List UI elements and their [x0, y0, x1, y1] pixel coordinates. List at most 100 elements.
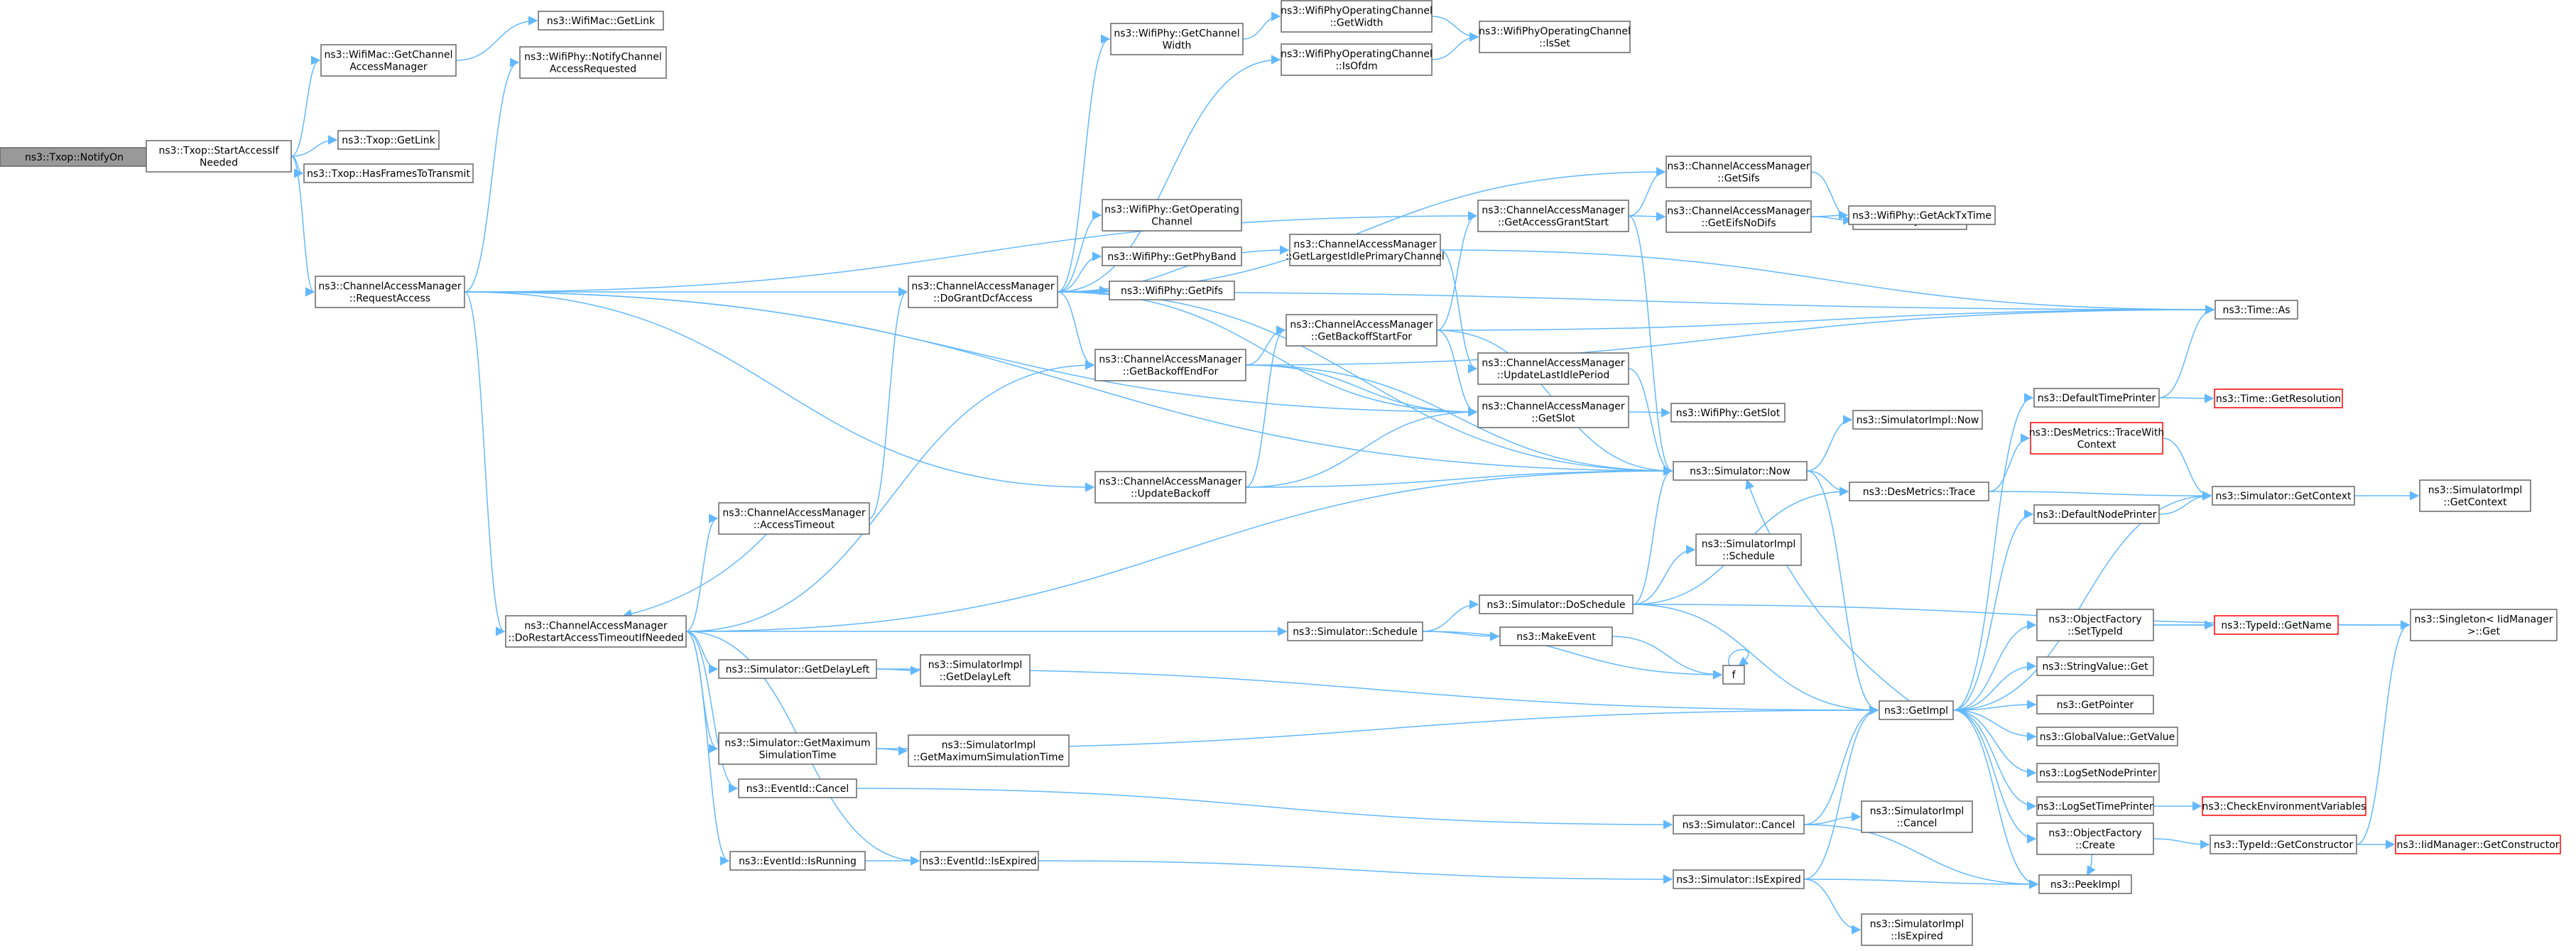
- node-label: ns3::DefaultTimePrinter: [2038, 393, 2156, 404]
- graph-node-ns3-wifiphy-notifychannelaccessrequested[interactable]: ns3::WifiPhy::NotifyChannelAccessRequest…: [519, 46, 667, 79]
- node-box: [1670, 403, 1786, 423]
- graph-node-ns3-makeevent[interactable]: ns3::MakeEvent: [1499, 626, 1613, 646]
- graph-node-ns3-channelaccessmanager-geteifsnodifs[interactable]: ns3::ChannelAccessManager::GetEifsNoDifs: [1665, 200, 1812, 233]
- graph-node-ns3-channelaccessmanager-accesstimeout[interactable]: ns3::ChannelAccessManager::AccessTimeout: [718, 502, 870, 535]
- graph-node-ns3-simulatorimpl-isexpired[interactable]: ns3::SimulatorImpl::IsExpired: [1861, 913, 1973, 946]
- node-box: [1109, 281, 1235, 300]
- graph-node-ns3-checkenvironmentvariables[interactable]: ns3::CheckEnvironmentVariables: [2202, 796, 2366, 816]
- graph-node-ns3-simulator-getcontext[interactable]: ns3::Simulator::GetContext: [2212, 486, 2355, 506]
- graph-node-ns3-wifimac-getlink[interactable]: ns3::WifiMac::GetLink: [538, 11, 664, 31]
- call-edge: [2087, 854, 2096, 876]
- node-label: ns3::Txop::NotifyOn: [25, 152, 124, 163]
- graph-node-ns3-wifiphy-getphyband[interactable]: ns3::WifiPhy::GetPhyBand: [1102, 246, 1242, 266]
- call-edge: [1440, 249, 2215, 315]
- graph-node-ns3-wifiphyoperatingchannel-getwidth[interactable]: ns3::WifiPhyOperatingChannel::GetWidth: [1281, 0, 1433, 33]
- node-label: ns3::ObjectFactory: [2048, 828, 2141, 839]
- call-edge: [1810, 171, 1853, 225]
- graph-node-f[interactable]: f: [1722, 665, 1745, 685]
- call-edge: [1436, 330, 1478, 417]
- graph-node-ns3-getpointer[interactable]: ns3::GetPointer: [2036, 695, 2154, 714]
- node-box: [1499, 626, 1613, 646]
- graph-node-ns3-simulatorimpl-schedule[interactable]: ns3::SimulatorImpl::Schedule: [1695, 533, 1802, 566]
- node-box: [1289, 234, 1441, 266]
- graph-node-ns3-channelaccessmanager-getslot[interactable]: ns3::ChannelAccessManager::GetSlot: [1477, 396, 1629, 428]
- node-label: ns3::WifiMac::GetChannel: [325, 50, 453, 61]
- node-label: ns3::Simulator::GetDelayLeft: [726, 664, 870, 675]
- graph-node-ns3-eventid-cancel[interactable]: ns3::EventId::Cancel: [738, 778, 857, 798]
- graph-node-ns3-stringvalue-get[interactable]: ns3::StringValue::Get: [2036, 656, 2154, 676]
- call-edge: [464, 291, 1673, 476]
- graph-node-ns3-simulatorimpl-getmaximumsimulationtime[interactable]: ns3::SimulatorImpl::GetMaximumSimulation…: [908, 734, 1070, 767]
- graph-node-ns3-channelaccessmanager-requestaccess[interactable]: ns3::ChannelAccessManager::RequestAccess: [315, 276, 465, 308]
- node-label: ns3::WifiPhy::GetAckTxTime: [1852, 210, 1991, 222]
- node-box: [1286, 314, 1438, 347]
- graph-node-ns3-simulator-cancel[interactable]: ns3::Simulator::Cancel: [1673, 815, 1805, 835]
- graph-node-ns3-channelaccessmanager-getsifs[interactable]: ns3::ChannelAccessManager::GetSifs: [1665, 156, 1812, 188]
- graph-node-ns3-simulator-doschedule[interactable]: ns3::Simulator::DoSchedule: [1479, 594, 1634, 614]
- graph-node-ns3-objectfactory-settypeid[interactable]: ns3::ObjectFactory::SetTypeId: [2036, 609, 2154, 641]
- graph-node-ns3-simulatorimpl-now[interactable]: ns3::SimulatorImpl::Now: [1852, 410, 1983, 430]
- graph-node-ns3-simulatorimpl-getdelayleft[interactable]: ns3::SimulatorImpl::GetDelayLeft: [920, 654, 1031, 687]
- graph-node-ns3-channelaccessmanager-dorestartaccesstimeoutifneeded[interactable]: ns3::ChannelAccessManager::DoRestartAcce…: [505, 615, 687, 648]
- call-edge: [2162, 438, 2212, 501]
- graph-node-ns3-wifiphyoperatingchannel-isset[interactable]: ns3::WifiPhyOperatingChannel::IsSet: [1479, 21, 1631, 53]
- graph-node-ns3-channelaccessmanager-getbackoffstartfor[interactable]: ns3::ChannelAccessManager::GetBackoffSta…: [1286, 314, 1438, 347]
- call-edge: [2153, 838, 2210, 849]
- node-label: ns3::ChannelAccessManager: [911, 281, 1055, 293]
- graph-node-ns3-logsettimeprinter[interactable]: ns3::LogSetTimePrinter: [2036, 796, 2154, 816]
- node-label: ns3::Time::As: [2222, 305, 2290, 316]
- graph-node-ns3-typeid-getname[interactable]: ns3::TypeId::GetName: [2214, 615, 2339, 635]
- node-label: ns3::EventId::IsExpired: [922, 856, 1036, 867]
- graph-node-ns3-defaulttimeprinter[interactable]: ns3::DefaultTimePrinter: [2033, 388, 2160, 408]
- graph-node-ns3-wifiphy-getslot[interactable]: ns3::WifiPhy::GetSlot: [1670, 403, 1786, 423]
- graph-node-ns3-desmetrics-trace[interactable]: ns3::DesMetrics::Trace: [1849, 482, 1989, 501]
- graph-node-ns3-simulator-getdelayleft[interactable]: ns3::Simulator::GetDelayLeft: [718, 659, 877, 679]
- graph-node-ns3-getimpl[interactable]: ns3::GetImpl: [1879, 700, 1954, 720]
- graph-node-ns3-iidmanager-getconstructor[interactable]: ns3::IidManager::GetConstructor: [2395, 835, 2561, 854]
- graph-node-ns3-channelaccessmanager-getlargestidleprimarychannel[interactable]: ns3::ChannelAccessManager::GetLargestIdl…: [1286, 234, 1445, 266]
- graph-node-ns3-wifiphy-getpifs[interactable]: ns3::WifiPhy::GetPifs: [1109, 281, 1235, 300]
- graph-node-ns3-simulatorimpl-cancel[interactable]: ns3::SimulatorImpl::Cancel: [1861, 800, 1973, 833]
- graph-node-ns3-channelaccessmanager-updatebackoff[interactable]: ns3::ChannelAccessManager::UpdateBackoff: [1094, 471, 1246, 504]
- graph-node-ns3-channelaccessmanager-dograntdcfaccess[interactable]: ns3::ChannelAccessManager::DoGrantDcfAcc…: [908, 276, 1058, 308]
- graph-node-ns3-txop-notifyon[interactable]: ns3::Txop::NotifyOn: [0, 147, 149, 167]
- graph-node-ns3-globalvalue-getvalue[interactable]: ns3::GlobalValue::GetValue: [2036, 727, 2178, 746]
- graph-node-ns3-simulator-schedule[interactable]: ns3::Simulator::Schedule: [1287, 621, 1423, 641]
- node-box: [1848, 205, 1996, 225]
- node-label: ns3::ChannelAccessManager: [722, 508, 866, 519]
- node-box: [1861, 913, 1973, 946]
- graph-node-ns3-eventid-isrunning[interactable]: ns3::EventId::IsRunning: [729, 851, 866, 871]
- graph-node-ns3-channelaccessmanager-updatelastidleperiod[interactable]: ns3::ChannelAccessManager::UpdateLastIdl…: [1477, 352, 1629, 385]
- graph-node-ns3-simulator-now[interactable]: ns3::Simulator::Now: [1673, 461, 1808, 481]
- graph-node-ns3-singleton-iidmanager-get[interactable]: ns3::Singleton< IidManager>::Get: [2410, 609, 2558, 641]
- graph-node-ns3-time-as[interactable]: ns3::Time::As: [2214, 300, 2298, 320]
- call-edge: [464, 291, 1478, 417]
- graph-node-ns3-simulatorimpl-getcontext[interactable]: ns3::SimulatorImpl::GetContext: [2419, 479, 2531, 512]
- graph-node-ns3-wifiphy-getacktxtime[interactable]: ns3::WifiPhy::GetAckTxTime: [1848, 205, 1996, 225]
- graph-node-ns3-defaultnodeprinter[interactable]: ns3::DefaultNodePrinter: [2033, 504, 2160, 524]
- graph-node-ns3-txop-getlink[interactable]: ns3::Txop::GetLink: [337, 130, 440, 150]
- node-box: [1673, 869, 1805, 889]
- node-label: ns3::ChannelAccessManager: [1099, 477, 1242, 488]
- call-edge: [1245, 364, 1673, 476]
- node-label: ns3::Txop::HasFramesToTransmit: [307, 168, 470, 180]
- node-label: ::Cancel: [1897, 818, 1938, 830]
- graph-node-ns3-logsetnodeprinter[interactable]: ns3::LogSetNodePrinter: [2036, 763, 2160, 783]
- node-label: ::GetLargestIdlePrimaryChannel: [1286, 251, 1445, 263]
- graph-node-ns3-peekimpl[interactable]: ns3::PeekImpl: [2038, 874, 2132, 894]
- graph-node-ns3-typeid-getconstructor[interactable]: ns3::TypeId::GetConstructor: [2210, 835, 2357, 854]
- graph-node-ns3-txop-hasframestotransmit[interactable]: ns3::Txop::HasFramesToTransmit: [303, 163, 474, 183]
- graph-node-ns3-eventid-isexpired[interactable]: ns3::EventId::IsExpired: [920, 851, 1039, 871]
- graph-node-ns3-objectfactory-create[interactable]: ns3::ObjectFactory::Create: [2036, 822, 2154, 855]
- graph-node-ns3-channelaccessmanager-getaccessgrantstart[interactable]: ns3::ChannelAccessManager::GetAccessGran…: [1477, 200, 1629, 232]
- graph-node-ns3-simulator-getmaximumsimulationtime[interactable]: ns3::Simulator::GetMaximumSimulationTime: [718, 732, 877, 765]
- graph-node-ns3-time-getresolution[interactable]: ns3::Time::GetResolution: [2214, 388, 2343, 408]
- graph-node-ns3-wifiphyoperatingchannel-isofdm[interactable]: ns3::WifiPhyOperatingChannel::IsOfdm: [1281, 43, 1433, 76]
- graph-node-ns3-simulator-isexpired[interactable]: ns3::Simulator::IsExpired: [1673, 869, 1805, 889]
- graph-node-ns3-channelaccessmanager-getbackoffendfor[interactable]: ns3::ChannelAccessManager::GetBackoffEnd…: [1094, 349, 1246, 381]
